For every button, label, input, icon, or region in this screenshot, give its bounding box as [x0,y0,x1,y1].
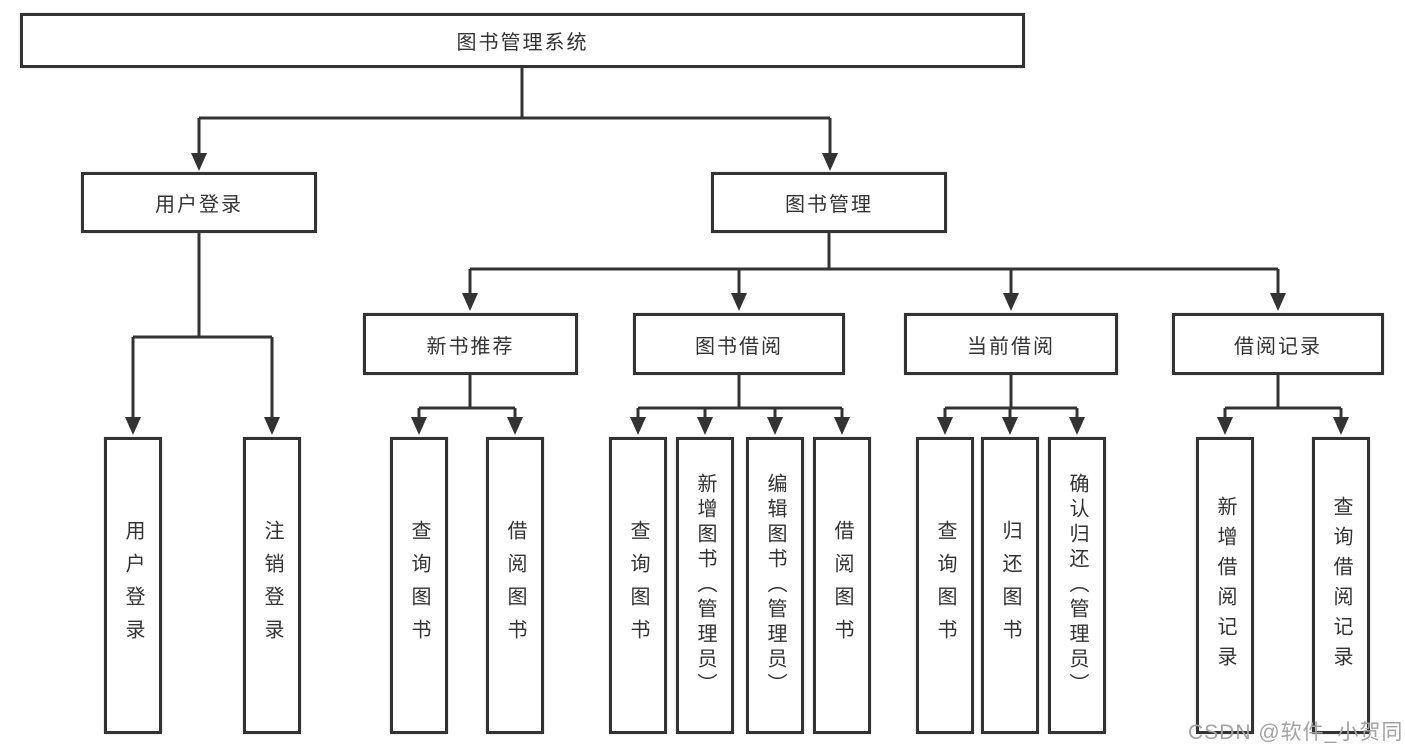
leaf-label: 注销登录 [261,519,283,652]
node-book-borrow: 图书借阅 [633,313,845,375]
leaf-query-books-current: 查询图书 [916,437,974,734]
node-label: 图书管理系统 [456,32,589,54]
leaf-label: 借阅图书 [504,519,526,652]
arrowhead-icons [125,153,1349,435]
leaf-return-books: 归还图书 [981,437,1039,734]
leaf-borrow-books: 借阅图书 [813,437,871,734]
leaf-label: 用户登录 [122,519,144,652]
node-label: 图书管理 [785,194,873,216]
leaf-confirm-return-admin: 确认归还（管理员） [1048,437,1106,734]
node-current-borrow: 当前借阅 [904,313,1118,375]
leaf-label: 查询图书 [934,519,956,652]
leaf-edit-books-admin: 编辑图书（管理员） [746,437,804,734]
node-user-login: 用户登录 [81,172,317,233]
leaf-add-borrow-record: 新增借阅记录 [1196,437,1254,734]
node-label: 图书借阅 [695,335,783,358]
leaf-label: 确认归还（管理员） [1066,473,1088,698]
node-label: 借阅记录 [1234,335,1322,358]
leaf-user-login: 用户登录 [104,437,162,734]
leaf-logout: 注销登录 [243,437,301,734]
leaf-label: 查询图书 [408,519,430,652]
leaf-label: 新增图书（管理员） [694,473,716,698]
leaf-label: 借阅图书 [831,519,853,652]
node-label: 当前借阅 [967,335,1055,358]
node-label: 新书推荐 [426,335,515,358]
node-book-management: 图书管理 [711,172,947,233]
node-label: 用户登录 [155,194,243,216]
leaf-add-books-admin: 新增图书（管理员） [676,437,734,734]
leaf-label: 查询图书 [627,519,649,652]
node-borrow-records: 借阅记录 [1172,313,1384,375]
leaf-label: 编辑图书（管理员） [764,473,786,698]
leaf-label: 新增借阅记录 [1214,495,1236,676]
leaf-query-books-recommend: 查询图书 [390,437,448,734]
node-root-system: 图书管理系统 [20,13,1025,68]
leaf-query-books-borrow: 查询图书 [609,437,667,734]
leaf-borrow-books-recommend: 借阅图书 [486,437,544,734]
leaf-label: 查询借阅记录 [1330,495,1352,676]
leaf-label: 归还图书 [999,519,1021,652]
node-new-book-recommend: 新书推荐 [363,313,578,375]
csdn-watermark: CSDN @软件_小贺同学 [1188,721,1405,744]
leaf-query-borrow-record: 查询借阅记录 [1312,437,1370,734]
